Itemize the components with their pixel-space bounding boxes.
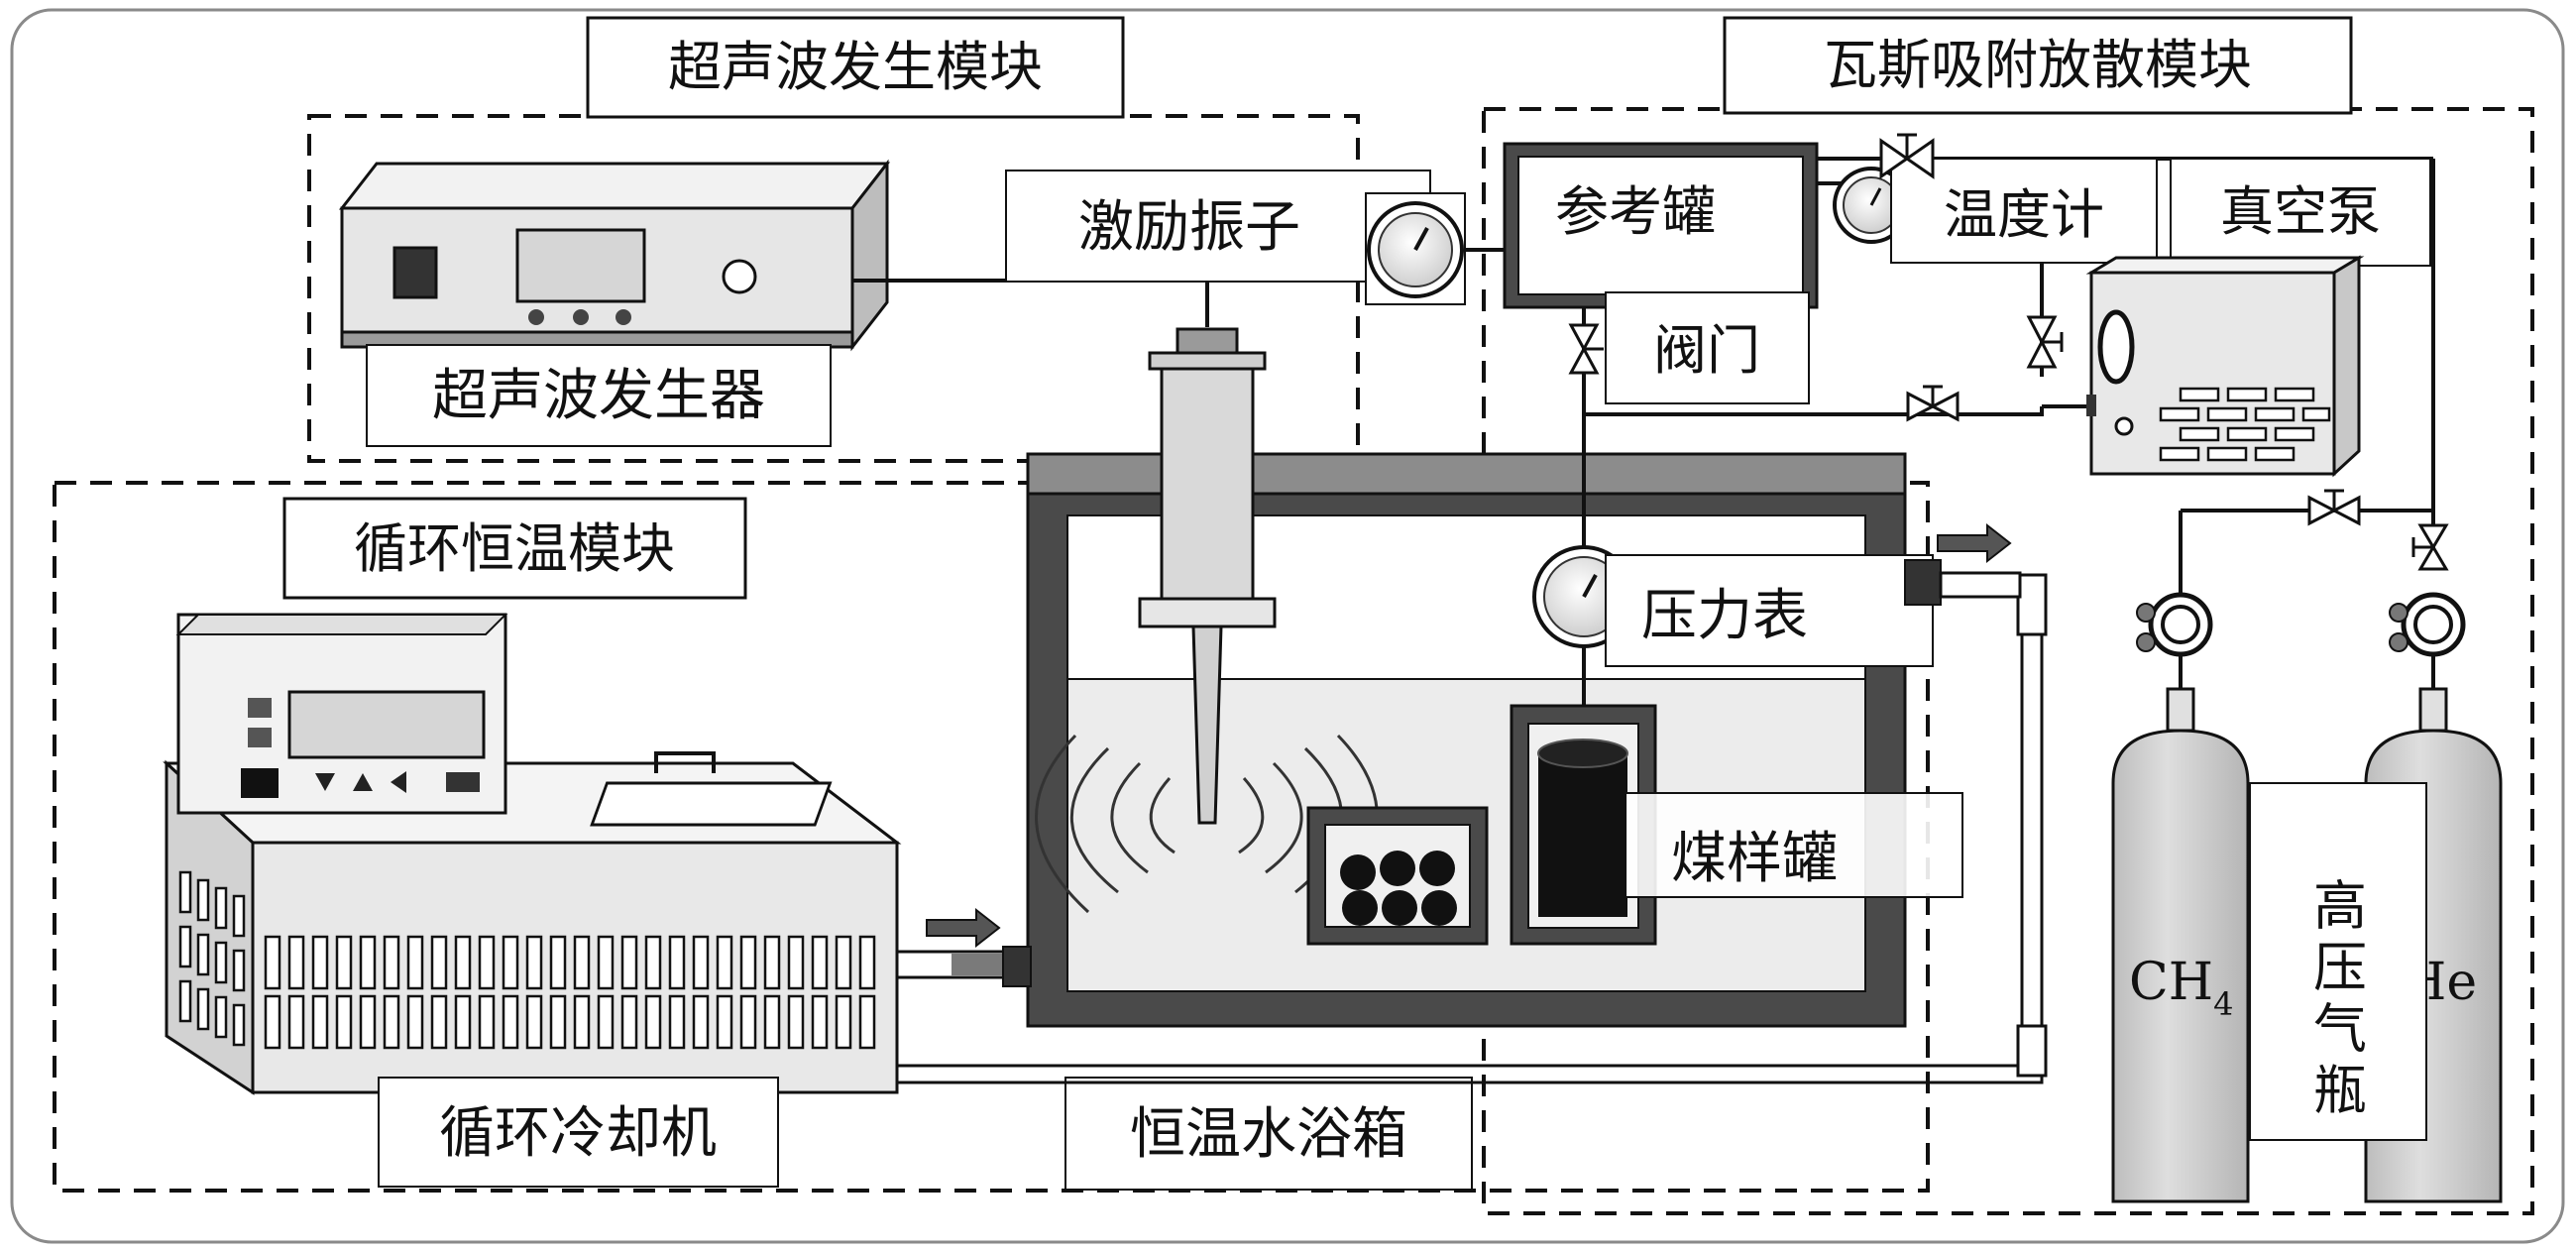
valve-label: 阀门: [1653, 319, 1760, 382]
transducer-label-box: [1005, 170, 1431, 283]
thermostat-module-title: 循环恒温模块: [354, 517, 675, 580]
valve-vacuum-horizontal: [1906, 385, 1960, 422]
ultrasonic-module-title: 超声波发生模块: [668, 36, 1043, 98]
cylinder-label: 高压气瓶: [2304, 877, 2367, 1123]
thermometer-gauge: [1833, 167, 1910, 244]
methane-label: CH4: [2129, 953, 2234, 1023]
valve-cylinder-line: [2307, 489, 2361, 526]
vacuum-pump: [2085, 255, 2365, 478]
cooler-label: 循环冷却机: [439, 1101, 717, 1166]
valve-top-line: [1879, 133, 1935, 179]
valve-helium-line: [2411, 523, 2449, 571]
cylinder-label-box: [2249, 782, 2427, 1141]
coal-particle-basket: [1306, 806, 1489, 946]
pressure-gauge-label: 压力表: [1641, 584, 1808, 648]
gas-module-title-box: [1723, 16, 2353, 115]
vacuum-pump-label-box: [2170, 158, 2431, 267]
valve-reference-outlet: [1568, 323, 1604, 375]
thermometer-label: 温度计: [1944, 183, 2104, 246]
ultrasonic-horn: [1138, 327, 1277, 825]
methane-cylinder: [2111, 575, 2250, 1203]
vacuum-pump-label: 真空泵: [2220, 180, 2381, 243]
pressure-gauge-label-box: [1605, 554, 1934, 667]
methane-label-base: CH: [2129, 953, 2213, 1012]
reference-pressure-gauge: [1365, 192, 1466, 305]
water-bath-label: 恒温水浴箱: [1130, 1102, 1407, 1167]
thermostat-module-title-box: [282, 497, 747, 600]
ultrasonic-generator-label-box: [366, 344, 832, 447]
gas-module-title: 瓦斯吸附放散模块: [1824, 34, 2252, 96]
ultrasonic-module-frame: [307, 114, 1360, 463]
coal-tank-label: 煤样罐: [1671, 827, 1838, 891]
cooler-hose-return: [897, 522, 2048, 1084]
valve-vacuum-vertical: [2026, 315, 2064, 369]
ultrasonic-generator-label: 超声波发生器: [432, 364, 765, 428]
outer-frame: [10, 8, 2565, 1244]
transducer-label: 激励振子: [1078, 195, 1300, 260]
cooler-label-box: [378, 1077, 779, 1188]
reference-tank-label: 参考罐: [1555, 180, 1716, 243]
circulating-cooler: [163, 613, 902, 1095]
thermometer-label-box: [1890, 158, 2158, 264]
valve-label-box: [1605, 291, 1810, 404]
valve-symbols: [1568, 133, 2449, 571]
ultrasonic-module-title-box: [586, 16, 1125, 119]
ultrasonic-generator: [338, 159, 891, 352]
methane-label-subscript: 4: [2213, 985, 2233, 1023]
cooler-hose-supply: [895, 907, 1032, 987]
generator-cable: [852, 279, 1209, 327]
water-bath-label-box: [1064, 1077, 1473, 1191]
coal-tank-label-box: [1624, 792, 1963, 898]
reference-tank: [1503, 142, 1819, 309]
